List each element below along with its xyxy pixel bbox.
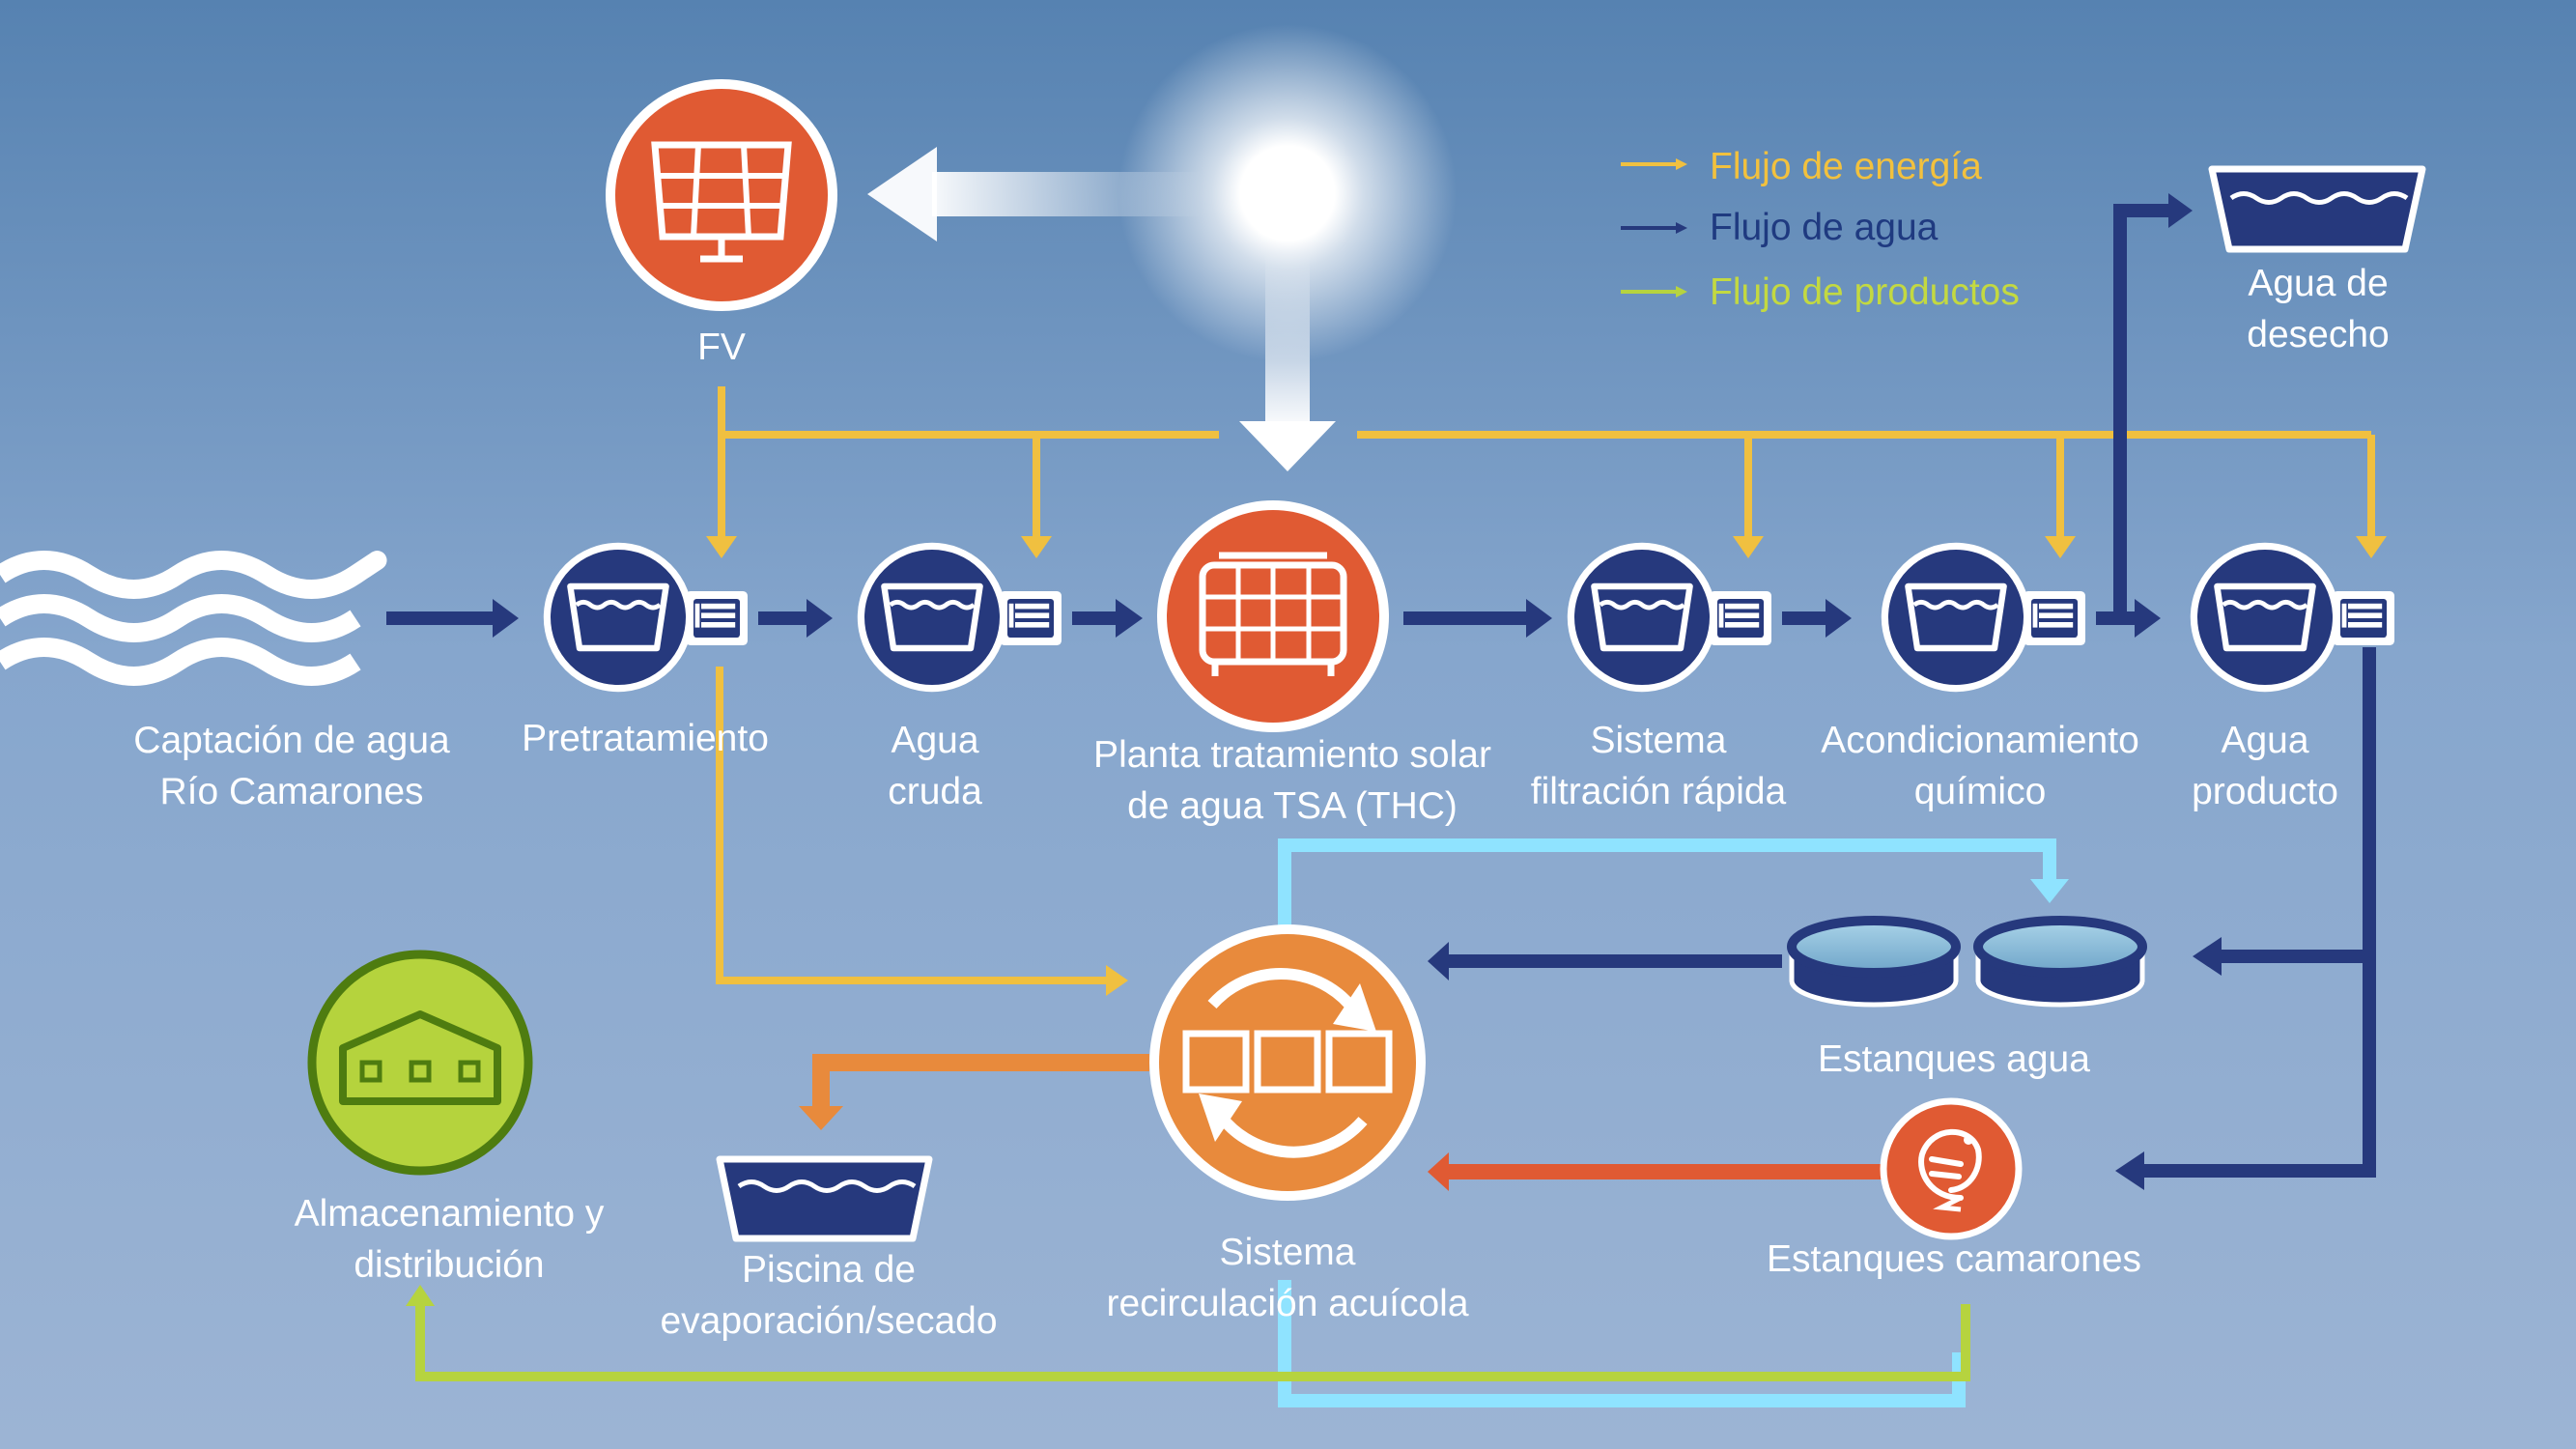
filtracion-tank-icon bbox=[1571, 546, 1771, 688]
sun-beam-left bbox=[867, 147, 1203, 242]
energy-flow bbox=[716, 386, 2375, 984]
water-flow bbox=[386, 204, 2376, 1178]
waste-basin-icon bbox=[2208, 165, 2426, 253]
legend-lines bbox=[1621, 158, 1687, 298]
recirculation-arrowhead bbox=[2030, 879, 2069, 903]
label-fv: FV bbox=[697, 327, 746, 368]
basin-icon bbox=[716, 1155, 933, 1242]
sun-beam-down bbox=[1239, 251, 1336, 471]
energy-arrowheads bbox=[706, 536, 2387, 996]
solar-collector-icon bbox=[1157, 500, 1389, 732]
label-estanques-camarones: Estanques camarones bbox=[1766, 1238, 2142, 1280]
agua-cruda-tank-icon bbox=[861, 546, 1062, 688]
acondicionamiento-tank-icon bbox=[1884, 546, 2085, 688]
water-waves-icon bbox=[0, 551, 387, 686]
evaporation-flow bbox=[799, 1054, 1149, 1130]
label-estanques-agua: Estanques agua bbox=[1818, 1038, 2090, 1080]
warehouse-icon bbox=[307, 950, 533, 1176]
legend-water: Flujo de agua bbox=[1710, 207, 1939, 248]
legend-energy: Flujo de energía bbox=[1710, 146, 1982, 187]
products-flow bbox=[406, 1285, 1970, 1381]
legend-products: Flujo de productos bbox=[1710, 271, 2020, 313]
pond-icon bbox=[1787, 916, 2147, 1008]
water-arrowheads bbox=[493, 193, 2222, 1190]
sun-icon bbox=[1118, 24, 1457, 362]
shrimp-icon bbox=[1880, 1097, 2023, 1240]
solar-panel-icon bbox=[606, 79, 837, 311]
shrimp-flow bbox=[1428, 1152, 1883, 1191]
label-pretratamiento: Pretratamiento bbox=[522, 718, 769, 759]
recycle-icon bbox=[1149, 924, 1426, 1201]
